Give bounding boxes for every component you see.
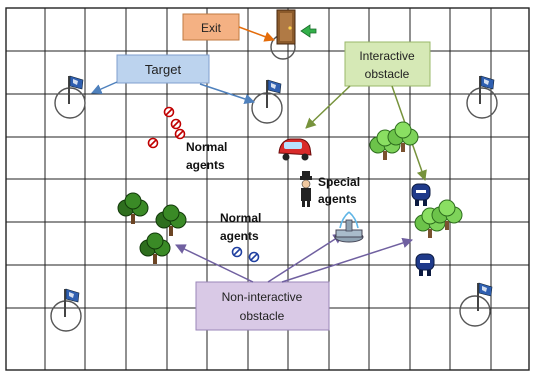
exit-door <box>270 9 317 60</box>
flag-icon <box>478 75 495 105</box>
normal-agents-label-1-line1: Normal <box>186 140 227 154</box>
target-label-box: Target <box>116 54 210 84</box>
mailbox-icon <box>415 253 435 277</box>
normal-agents-label-1-line2: agents <box>186 158 225 172</box>
non-interactive-label-line1: Non-interactive <box>222 290 303 304</box>
special-agents-label-line2: agents <box>318 192 357 206</box>
normal-agents-group-1 <box>147 106 186 149</box>
normal-agent <box>231 246 243 258</box>
normal-agent <box>147 137 159 149</box>
normal-agent <box>248 251 260 263</box>
target-arrows <box>91 81 255 104</box>
flag-icon <box>63 288 80 318</box>
tree-icon <box>139 232 171 265</box>
interactive-obstacle-label-line1: Interactive <box>359 49 415 63</box>
interactive-obstacle-label-line2: obstacle <box>365 67 410 81</box>
exit-label-box: Exit <box>182 13 240 41</box>
normal-agent <box>163 106 175 118</box>
normal-agent <box>170 118 182 130</box>
car-icon <box>278 138 312 161</box>
target-label: Target <box>145 62 182 77</box>
tree-icon <box>117 192 149 225</box>
door-icon <box>276 9 296 45</box>
normal-agents-label-2-line2: agents <box>220 229 259 243</box>
target-circle <box>50 288 82 332</box>
green-arrow-icon <box>300 24 317 38</box>
mailbox-icon <box>411 183 431 207</box>
fountain-icon <box>334 211 364 243</box>
non-interactive-obstacle-arrows <box>175 233 413 283</box>
normal-agent <box>174 128 186 140</box>
target-circle <box>251 79 283 124</box>
exit-arrow <box>238 26 275 42</box>
normal-agents-group-2 <box>231 246 260 263</box>
interactive-obstacle-label-box: Interactive obstacle <box>344 41 431 87</box>
target-circle <box>459 282 493 327</box>
tree-icon <box>155 204 187 237</box>
special-agents-label-line1: Special <box>318 175 360 189</box>
target-circle <box>54 75 86 119</box>
non-interactive-label-line2: obstacle <box>240 309 285 323</box>
target-circle <box>466 75 498 119</box>
flag-icon <box>67 75 84 105</box>
person-icon <box>300 171 312 207</box>
normal-agents-label-2-line1: Normal <box>220 211 261 225</box>
exit-label: Exit <box>201 21 222 35</box>
non-interactive-obstacle-label-box: Non-interactive obstacle <box>195 281 330 331</box>
